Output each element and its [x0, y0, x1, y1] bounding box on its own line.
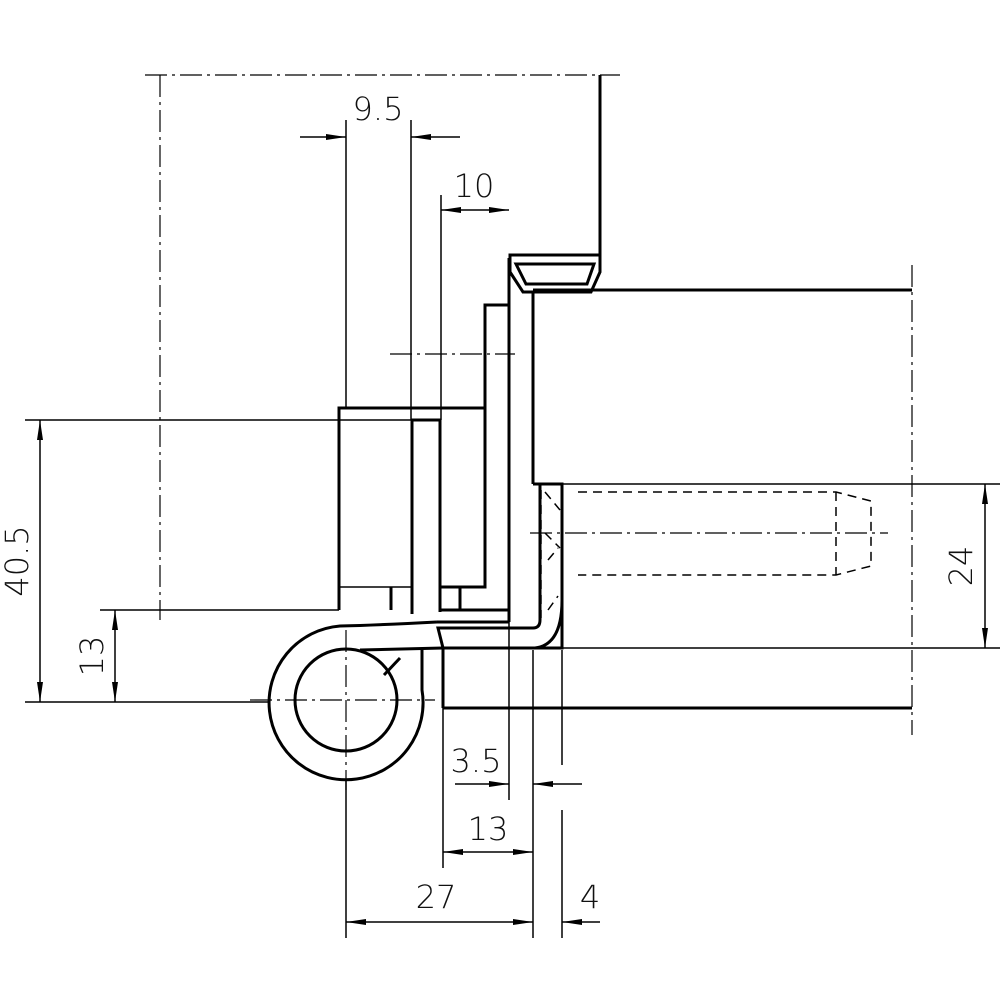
dim-label-40-5: 40.5: [0, 525, 36, 596]
knuckle-ring: [267, 620, 444, 782]
centerlines: [145, 74, 913, 790]
dim-label-13-left: 13: [73, 636, 111, 677]
frame-outline: [160, 75, 912, 710]
dim-label-3-5: 3.5: [451, 742, 502, 780]
extension-lines: [25, 120, 1000, 938]
hinge-body: [337, 258, 564, 650]
dimension-lines: [37, 134, 988, 925]
dim-label-27: 27: [416, 878, 457, 916]
dim-label-13-bottom: 13: [468, 810, 509, 848]
dim-label-10: 10: [454, 167, 495, 205]
dim-label-24: 24: [942, 546, 980, 587]
hidden-bolt: [540, 490, 872, 618]
dim-label-9-5: 9.5: [353, 90, 404, 128]
seal-profile: [508, 253, 602, 294]
dim-label-4: 4: [580, 878, 600, 916]
